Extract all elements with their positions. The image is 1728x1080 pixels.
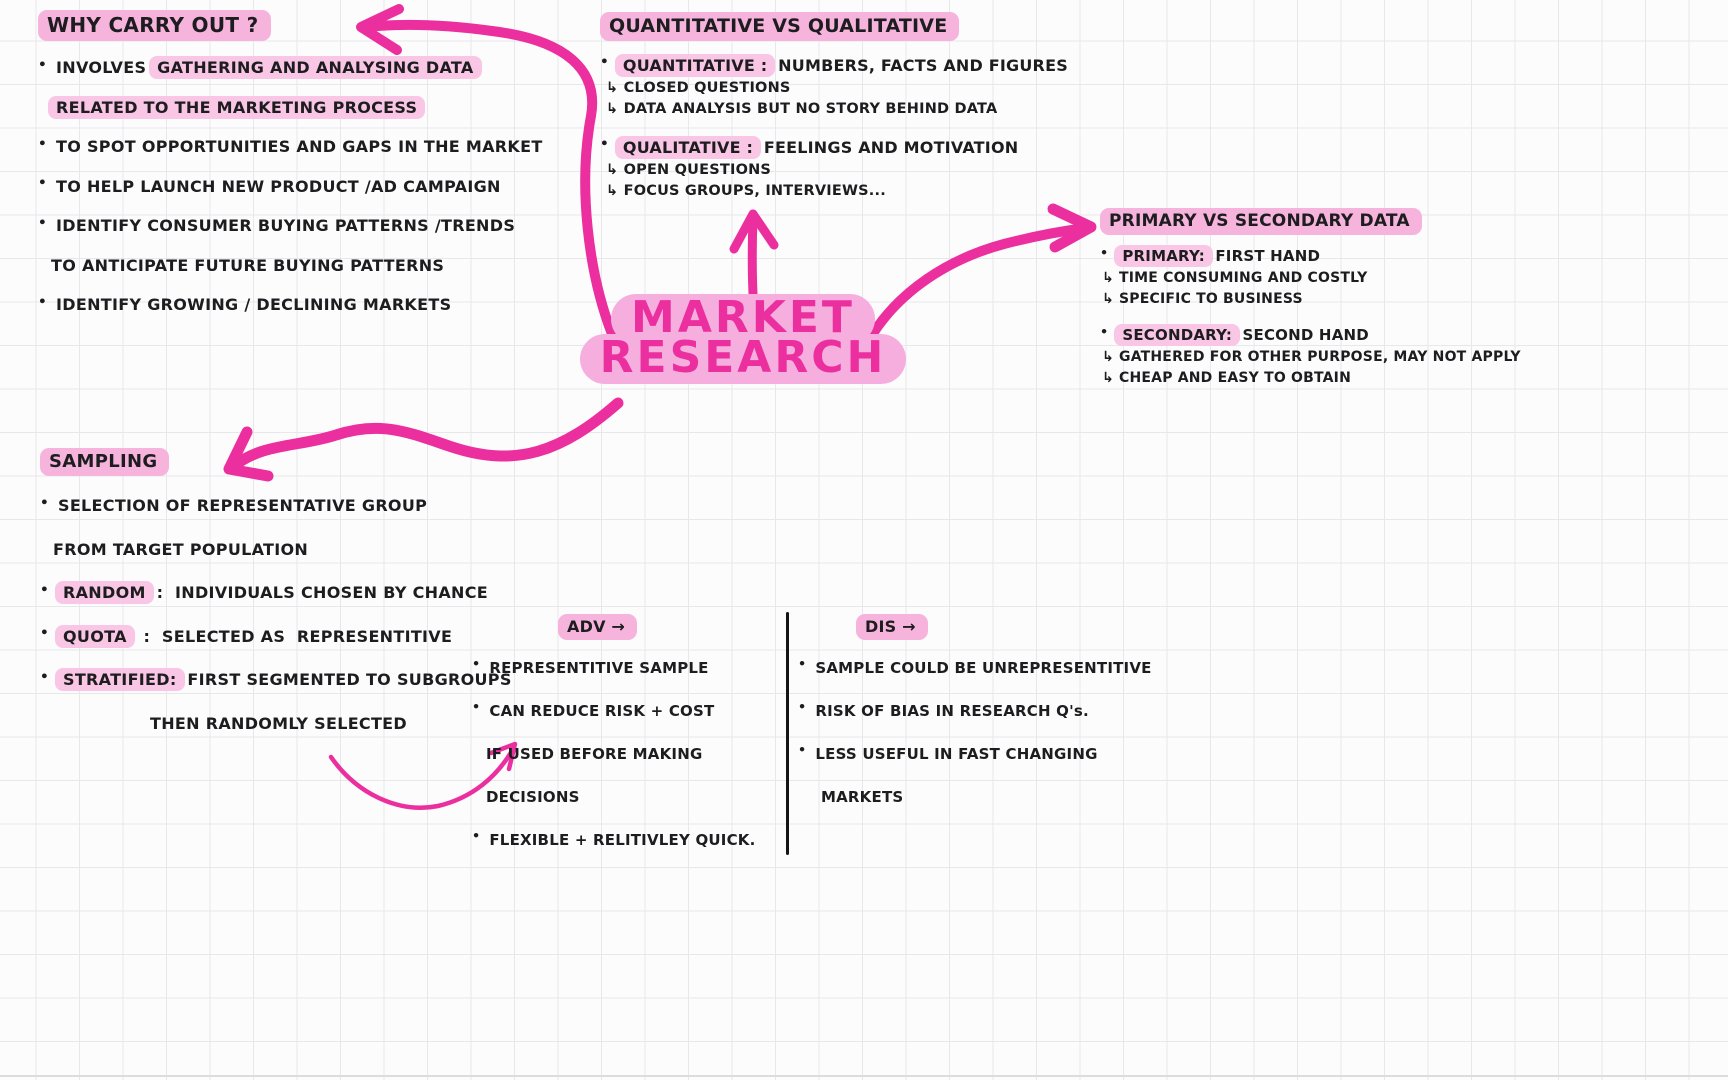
section-title: DIS → <box>856 614 928 640</box>
section-disadvantages: DIS → • SAMPLE COULD BE UNREPRESENTITIVE… <box>798 614 1152 818</box>
note-line: • IDENTIFY CONSUMER BUYING PATTERNS /TRE… <box>38 214 516 236</box>
bullet-dot: • <box>40 625 49 642</box>
bullet-dot: • <box>38 214 47 231</box>
section-title: WHY CARRY OUT ? <box>38 10 271 41</box>
note-line: ↳ CLOSED QUESTIONS <box>606 79 791 96</box>
note-line: TO ANTICIPATE FUTURE BUYING PATTERNS <box>51 255 445 275</box>
section-why-carry-out: WHY CARRY OUT ? • INVOLVES GATHERING AND… <box>38 10 543 325</box>
note-line: • SELECTION OF REPRESENTATIVE GROUP <box>40 494 428 516</box>
bullet-dot: • <box>40 668 49 685</box>
section-primary-vs-secondary: PRIMARY VS SECONDARY DATA • PRIMARY: FIR… <box>1100 208 1530 388</box>
note-line: • STRATIFIED: FIRST SEGMENTED TO SUBGROU… <box>40 668 512 692</box>
section-title: PRIMARY VS SECONDARY DATA <box>1100 208 1422 235</box>
note-line: • QUALITATIVE : FEELINGS AND MOTIVATION <box>600 135 1019 159</box>
page-bottom-edge <box>0 1075 1728 1077</box>
note-line: • REPRESENTITIVE SAMPLE <box>472 657 709 677</box>
section-title: QUANTITATIVE VS QUALITATIVE <box>600 12 960 41</box>
note-line: ↳ DATA ANALYSIS BUT NO STORY BEHIND DATA <box>606 100 998 117</box>
note-line: DECISIONS <box>486 787 580 806</box>
note-line: • IDENTIFY GROWING / DECLINING MARKETS <box>38 293 452 315</box>
bullet-dot: • <box>38 293 47 310</box>
bullet-dot: • <box>40 581 49 598</box>
note-line: THEN RANDOMLY SELECTED <box>150 713 407 733</box>
note-line: ↳ FOCUS GROUPS, INTERVIEWS... <box>606 182 886 199</box>
bullet-dot: • <box>798 700 807 715</box>
note-line: • PRIMARY: FIRST HAND <box>1100 245 1321 267</box>
note-line: • RANDOM : INDIVIDUALS CHOSEN BY CHANCE <box>40 581 488 605</box>
bullet-dot: • <box>1100 324 1109 340</box>
note-line: ↳ SPECIFIC TO BUSINESS <box>1102 290 1303 307</box>
bullet-dot: • <box>40 494 49 511</box>
note-line: RELATED TO THE MARKETING PROCESS <box>38 88 508 128</box>
central-topic-line2: RESEARCH <box>579 334 907 385</box>
note-line: • FLEXIBLE + RELITIVLEY QUICK. <box>472 829 756 849</box>
bullet-dot: • <box>600 136 609 152</box>
section-quantitative-vs-qualitative: QUANTITATIVE VS QUALITATIVE • QUANTITATI… <box>600 12 1068 201</box>
section-sampling: SAMPLING • SELECTION OF REPRESENTATIVE G… <box>40 448 512 745</box>
bullet-dot: • <box>472 829 481 844</box>
bullet-dot: • <box>472 657 481 672</box>
bullet-dot: • <box>600 54 609 70</box>
bullet-dot: • <box>798 743 807 758</box>
section-title: ADV → <box>558 614 638 640</box>
note-line: • QUOTA : SELECTED AS REPRESENTITIVE <box>40 624 453 648</box>
note-line: • INVOLVES GATHERING AND ANALYSING DATA <box>38 48 508 88</box>
bullet-dot: • <box>1100 245 1109 261</box>
note-line: • TO SPOT OPPORTUNITIES AND GAPS IN THE … <box>38 135 543 157</box>
note-line: • SECONDARY: SECOND HAND <box>1100 324 1369 346</box>
bullet-dot: • <box>798 657 807 672</box>
note-line: ↳ OPEN QUESTIONS <box>606 161 772 178</box>
bullet-dot: • <box>38 175 47 192</box>
bullet-dot: • <box>38 56 47 73</box>
note-line: FROM TARGET POPULATION <box>53 539 309 559</box>
note-line: ↳ CHEAP AND EASY TO OBTAIN <box>1102 369 1351 386</box>
note-line: • QUANTITATIVE : NUMBERS, FACTS AND FIGU… <box>600 53 1068 77</box>
note-line: • TO HELP LAUNCH NEW PRODUCT /AD CAMPAIG… <box>38 175 501 196</box>
note-line: • RISK OF BIAS IN RESEARCH Q's. <box>798 700 1089 720</box>
adv-dis-divider <box>786 612 789 855</box>
note-line: ↳ GATHERED FOR OTHER PURPOSE, MAY NOT AP… <box>1102 348 1521 365</box>
note-line: IF USED BEFORE MAKING <box>486 744 703 763</box>
note-line: • CAN REDUCE RISK + COST <box>472 700 715 720</box>
section-advantages: ADV → • REPRESENTITIVE SAMPLE • CAN REDU… <box>472 614 756 861</box>
bullet-dot: • <box>472 700 481 715</box>
note-line: • SAMPLE COULD BE UNREPRESENTITIVE <box>798 657 1152 677</box>
section-title: SAMPLING <box>40 448 170 476</box>
bullet-dot: • <box>38 135 47 152</box>
note-line: • LESS USEFUL IN FAST CHANGING <box>798 743 1098 763</box>
note-line: MARKETS <box>821 787 904 806</box>
mindmap-central-topic: MARKET RESEARCH <box>577 294 909 385</box>
note-line: ↳ TIME CONSUMING AND COSTLY <box>1102 269 1368 286</box>
